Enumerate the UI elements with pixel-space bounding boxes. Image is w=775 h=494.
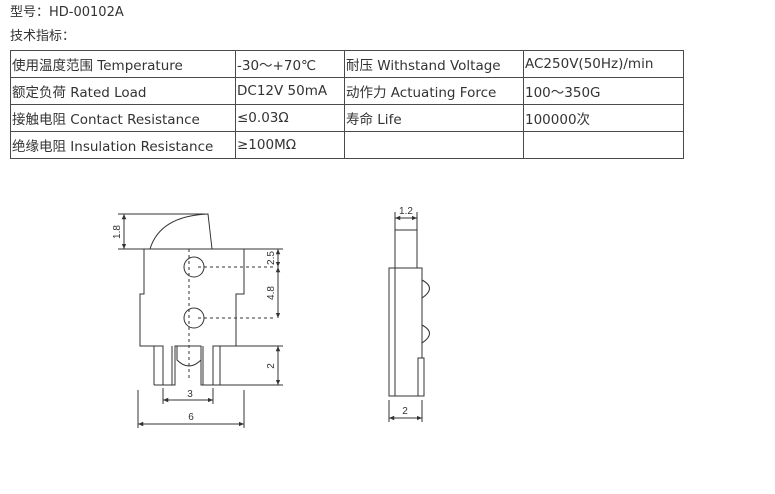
model-line: 型号：HD-00102A [10, 4, 124, 22]
dim-side-depth: 2 [402, 406, 408, 417]
dim-body-width: 6 [188, 412, 194, 423]
dim-hole-gap-upper: 2.5 [266, 251, 277, 265]
dim-hole-gap-lower: 4.8 [266, 286, 277, 300]
table-row: 绝缘电阻 Insulation Resistance ≥100MΩ [10, 131, 684, 159]
dim-top-height: 1.8 [112, 225, 123, 239]
table-cell: AC250V(50Hz)/min [523, 50, 684, 78]
dim-actuator-width: 1.2 [399, 206, 413, 217]
table-cell: -30～+70℃ [235, 50, 345, 78]
side-body [388, 267, 423, 397]
table-cell: 100000次 [523, 104, 684, 132]
model-label: 型号： [10, 5, 50, 20]
side-view [388, 212, 430, 422]
table-cell: 寿命 Life [344, 104, 524, 132]
side-actuator [394, 229, 418, 269]
spec-heading: 技术指标： [10, 29, 76, 44]
table-cell: 绝缘电阻 Insulation Resistance [10, 131, 236, 159]
table-row: 额定负荷 Rated Load DC12V 50mA 动作力 Actuating… [10, 77, 684, 105]
table-row: 使用温度范围 Temperature -30～+70℃ 耐压 Withstand… [10, 50, 684, 78]
table-cell: 额定负荷 Rated Load [10, 77, 236, 105]
body-outline [139, 248, 245, 386]
table-cell: 接触电阻 Contact Resistance [10, 104, 236, 132]
table-cell [344, 131, 524, 159]
table-cell: 动作力 Actuating Force [344, 77, 524, 105]
model-value: HD-00102A [49, 5, 124, 20]
table-cell: 使用温度范围 Temperature [10, 50, 236, 78]
dim-pin-spacing: 3 [187, 389, 193, 400]
actuator [149, 213, 213, 250]
table-cell: DC12V 50mA [235, 77, 345, 105]
table-row: 接触电阻 Contact Resistance ≤0.03Ω 寿命 Life 1… [10, 104, 684, 132]
table-cell [523, 131, 684, 159]
front-view [118, 213, 283, 428]
dim-pin-height: 2 [266, 363, 277, 369]
spec-table: 使用温度范围 Temperature -30～+70℃ 耐压 Withstand… [10, 50, 684, 159]
